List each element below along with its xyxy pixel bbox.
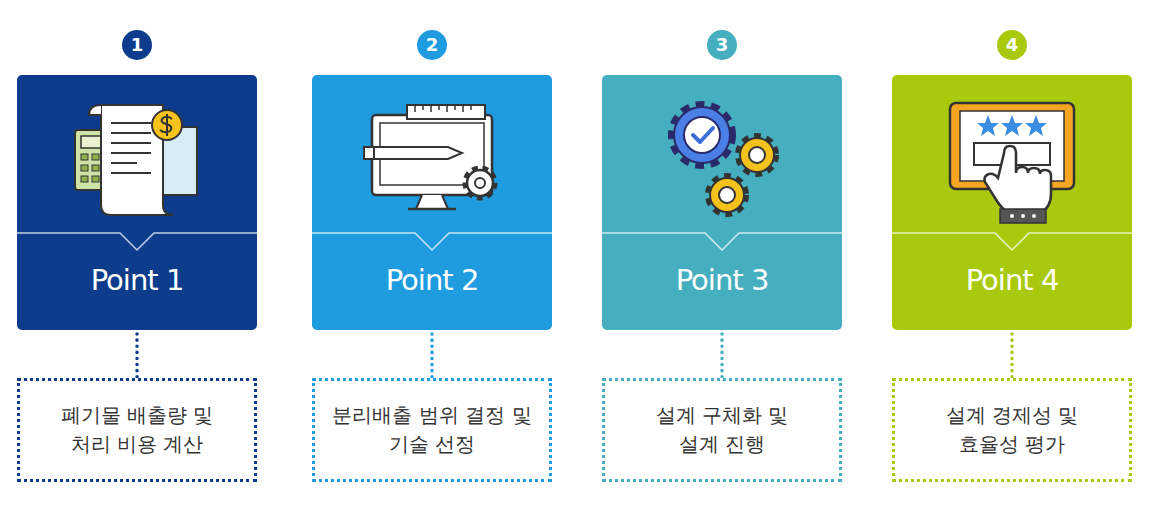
description-text: 설계 구체화 및 설계 진행 bbox=[637, 401, 807, 459]
description-text: 설계 경제성 및 효율성 평가 bbox=[927, 401, 1097, 459]
point-card: Point 2 bbox=[312, 75, 552, 330]
step-number: 4 bbox=[997, 30, 1027, 60]
step-number-text: 1 bbox=[131, 36, 144, 54]
step-number: 3 bbox=[707, 30, 737, 60]
receipt-icon bbox=[17, 75, 257, 235]
dotted-connector bbox=[1012, 334, 1013, 378]
description-text: 분리배출 범위 결정 및 기술 선정 bbox=[321, 401, 543, 459]
step-number-text: 4 bbox=[1006, 36, 1019, 54]
rating-icon bbox=[892, 75, 1132, 235]
step-number: 1 bbox=[122, 30, 152, 60]
point-label: Point 2 bbox=[312, 263, 552, 297]
description-box: 분리배출 범위 결정 및 기술 선정 bbox=[312, 378, 552, 482]
dotted-connector bbox=[722, 334, 723, 378]
point-label: Point 4 bbox=[892, 263, 1132, 297]
point-card: Point 3 bbox=[602, 75, 842, 330]
dotted-connector bbox=[137, 334, 138, 378]
step-number-text: 3 bbox=[716, 36, 729, 54]
gears-icon bbox=[602, 75, 842, 235]
description-box: 설계 경제성 및 효율성 평가 bbox=[892, 378, 1132, 482]
point-label: Point 3 bbox=[602, 263, 842, 297]
point-card: Point 4 bbox=[892, 75, 1132, 330]
design-icon bbox=[312, 75, 552, 235]
step-number: 2 bbox=[417, 30, 447, 60]
description-text: 폐기물 배출량 및 처리 비용 계산 bbox=[52, 401, 222, 459]
description-box: 설계 구체화 및 설계 진행 bbox=[602, 378, 842, 482]
point-label: Point 1 bbox=[17, 263, 257, 297]
step-number-text: 2 bbox=[426, 36, 439, 54]
description-box: 폐기물 배출량 및 처리 비용 계산 bbox=[17, 378, 257, 482]
point-card: Point 1 bbox=[17, 75, 257, 330]
dotted-connector bbox=[432, 334, 433, 378]
